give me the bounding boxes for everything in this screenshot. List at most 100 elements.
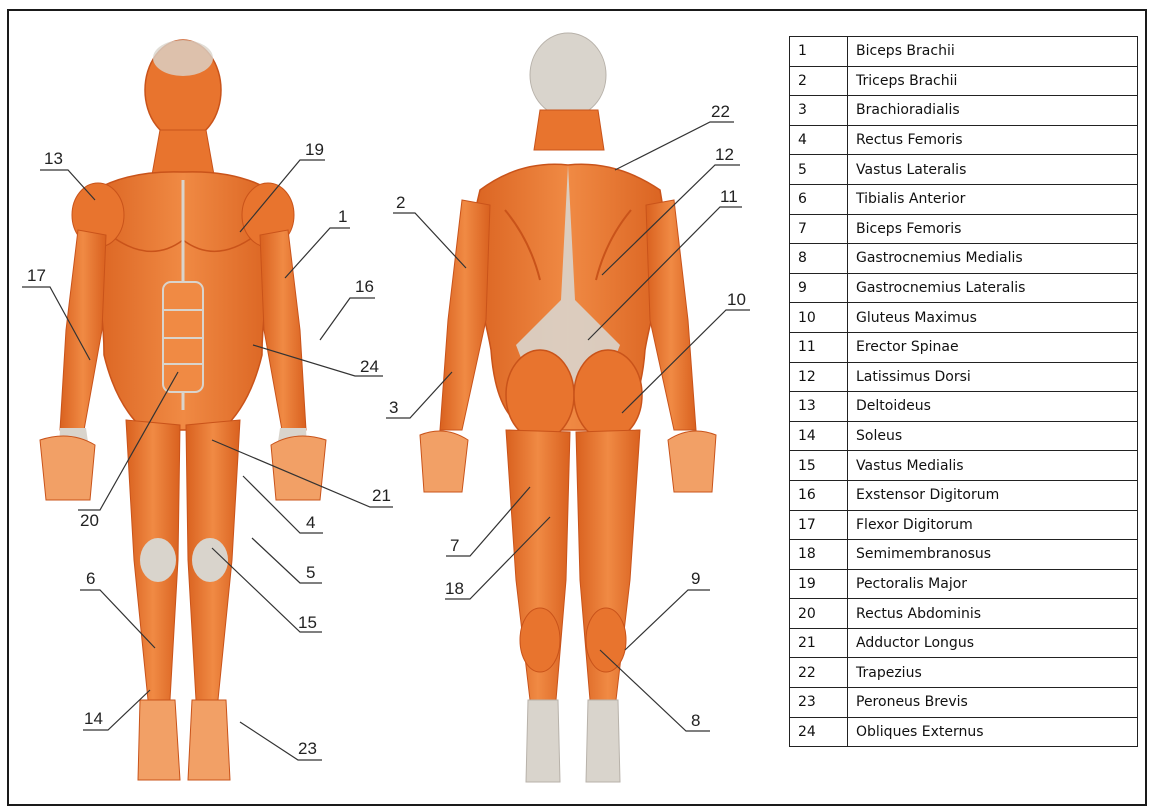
- legend-number: 19: [790, 569, 848, 599]
- legend-muscle-name: Pectoralis Major: [848, 569, 1138, 599]
- legend-number: 21: [790, 628, 848, 658]
- legend-muscle-name: Semimembranosus: [848, 540, 1138, 570]
- legend-number: 18: [790, 540, 848, 570]
- legend-number: 8: [790, 244, 848, 274]
- legend-muscle-name: Gastrocnemius Lateralis: [848, 273, 1138, 303]
- legend-number: 17: [790, 510, 848, 540]
- callout-16: 16: [355, 277, 374, 296]
- legend-row: 4Rectus Femoris: [790, 125, 1138, 155]
- legend-muscle-name: Latissimus Dorsi: [848, 362, 1138, 392]
- legend-muscle-name: Rectus Abdominis: [848, 599, 1138, 629]
- callout-5: 5: [306, 563, 315, 582]
- legend-muscle-name: Exstensor Digitorum: [848, 480, 1138, 510]
- legend-number: 3: [790, 96, 848, 126]
- legend-muscle-name: Peroneus Brevis: [848, 688, 1138, 718]
- callout-21: 21: [372, 486, 391, 505]
- legend-muscle-name: Erector Spinae: [848, 332, 1138, 362]
- legend-number: 5: [790, 155, 848, 185]
- legend-number: 1: [790, 37, 848, 67]
- legend-muscle-name: Obliques Externus: [848, 717, 1138, 747]
- callout-11: 11: [720, 187, 738, 206]
- callout-15: 15: [298, 613, 317, 632]
- legend-number: 13: [790, 392, 848, 422]
- back-figure: [420, 33, 716, 782]
- callout-6: 6: [86, 569, 95, 588]
- legend-number: 11: [790, 332, 848, 362]
- legend-number: 14: [790, 421, 848, 451]
- legend-muscle-name: Triceps Brachii: [848, 66, 1138, 96]
- legend-muscle-name: Gluteus Maximus: [848, 303, 1138, 333]
- legend-number: 9: [790, 273, 848, 303]
- callout-20: 20: [80, 511, 99, 530]
- legend-muscle-name: Flexor Digitorum: [848, 510, 1138, 540]
- legend-number: 12: [790, 362, 848, 392]
- legend-muscle-name: Biceps Femoris: [848, 214, 1138, 244]
- legend-muscle-name: Brachioradialis: [848, 96, 1138, 126]
- callout-18: 18: [445, 579, 464, 598]
- legend-number: 10: [790, 303, 848, 333]
- legend-muscle-name: Tibialis Anterior: [848, 184, 1138, 214]
- legend-number: 15: [790, 451, 848, 481]
- legend-muscle-name: Vastus Medialis: [848, 451, 1138, 481]
- legend-muscle-name: Soleus: [848, 421, 1138, 451]
- legend-muscle-name: Trapezius: [848, 658, 1138, 688]
- legend-number: 20: [790, 599, 848, 629]
- legend-number: 23: [790, 688, 848, 718]
- callout-24: 24: [360, 357, 379, 376]
- callout-9: 9: [691, 569, 700, 588]
- callout-2: 2: [396, 193, 405, 212]
- callout-4: 4: [306, 513, 315, 532]
- legend-muscle-name: Vastus Lateralis: [848, 155, 1138, 185]
- callout-1: 1: [338, 207, 347, 226]
- callout-3: 3: [389, 398, 398, 417]
- callout-10: 10: [727, 290, 746, 309]
- legend-number: 16: [790, 480, 848, 510]
- callout-17: 17: [27, 266, 46, 285]
- callout-8: 8: [691, 711, 700, 730]
- legend-number: 22: [790, 658, 848, 688]
- legend-muscle-name: Rectus Femoris: [848, 125, 1138, 155]
- legend-muscle-name: Gastrocnemius Medialis: [848, 244, 1138, 274]
- callout-23: 23: [298, 739, 317, 758]
- callout-22: 22: [711, 102, 730, 121]
- legend-number: 4: [790, 125, 848, 155]
- legend-number: 24: [790, 717, 848, 747]
- legend-number: 7: [790, 214, 848, 244]
- legend-number: 2: [790, 66, 848, 96]
- legend-muscle-name: Adductor Longus: [848, 628, 1138, 658]
- legend-number: 6: [790, 184, 848, 214]
- legend-row: 2Triceps Brachii: [790, 66, 1138, 96]
- legend-muscle-name: Deltoideus: [848, 392, 1138, 422]
- callout-12: 12: [715, 145, 734, 164]
- callout-14: 14: [84, 709, 103, 728]
- callout-19: 19: [305, 140, 324, 159]
- callout-13: 13: [44, 149, 63, 168]
- callout-7: 7: [450, 536, 459, 555]
- legend-muscle-name: Biceps Brachii: [848, 37, 1138, 67]
- front-figure: [40, 40, 326, 780]
